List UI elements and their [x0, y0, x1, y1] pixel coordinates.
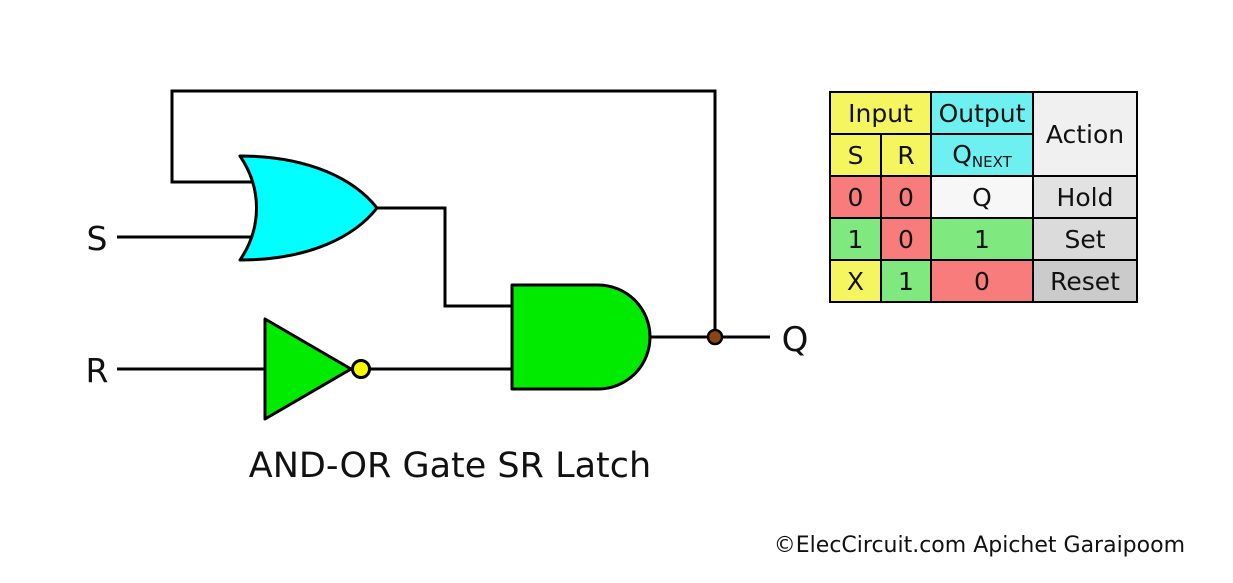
truth-table: Input Output Action S R QNEXT 0 0 Q Hold… — [829, 91, 1138, 303]
cell-qnext: 1 — [930, 217, 1034, 261]
copyright-text: ©ElecCircuit.com Apichet Garaipoom — [773, 533, 1185, 558]
action-header-cell: Action — [1032, 91, 1138, 177]
q-output-label: Q — [782, 320, 809, 360]
cell-r: 0 — [880, 217, 932, 261]
circuit-diagram: S R Q — [86, 89, 809, 421]
cell-r: 0 — [880, 175, 932, 219]
r-column-header: R — [880, 133, 932, 177]
cell-r: 1 — [880, 259, 932, 303]
cell-action: Reset — [1032, 259, 1138, 303]
table-header-row-2: S R QNEXT — [829, 133, 1137, 177]
junction-dot-icon — [706, 328, 724, 346]
qnext-base: Q — [952, 139, 972, 169]
feedback-wire — [170, 89, 717, 337]
table-row-reset: X 1 0 Reset — [829, 259, 1138, 303]
diagram-title: AND-OR Gate SR Latch — [248, 446, 652, 486]
cell-action: Set — [1032, 217, 1138, 261]
table-header-row-1: Input Output Action — [829, 91, 1138, 177]
cell-s: X — [829, 259, 882, 303]
qnext-column-header: QNEXT — [930, 133, 1034, 177]
cell-action: Hold — [1032, 175, 1138, 219]
inverter-bubble-icon — [351, 359, 371, 379]
cell-s: 1 — [829, 217, 882, 261]
s-column-header: S — [829, 133, 882, 177]
s-input-label: S — [87, 219, 108, 258]
qnext-subscript: NEXT — [971, 152, 1012, 171]
or-output-wire — [374, 206, 514, 308]
output-header-cell: Output — [930, 91, 1034, 135]
not-gate-icon — [263, 317, 353, 421]
table-row-hold: 0 0 Q Hold — [829, 175, 1138, 219]
cell-qnext: Q — [930, 175, 1034, 219]
cell-s: 0 — [829, 175, 882, 219]
cell-qnext: 0 — [930, 259, 1034, 303]
table-row-set: 1 0 1 Set — [829, 217, 1138, 261]
input-header-cell: Input — [829, 91, 932, 135]
r-input-label: R — [86, 351, 109, 390]
and-gate-icon — [510, 283, 652, 391]
or-gate-icon — [238, 154, 379, 262]
